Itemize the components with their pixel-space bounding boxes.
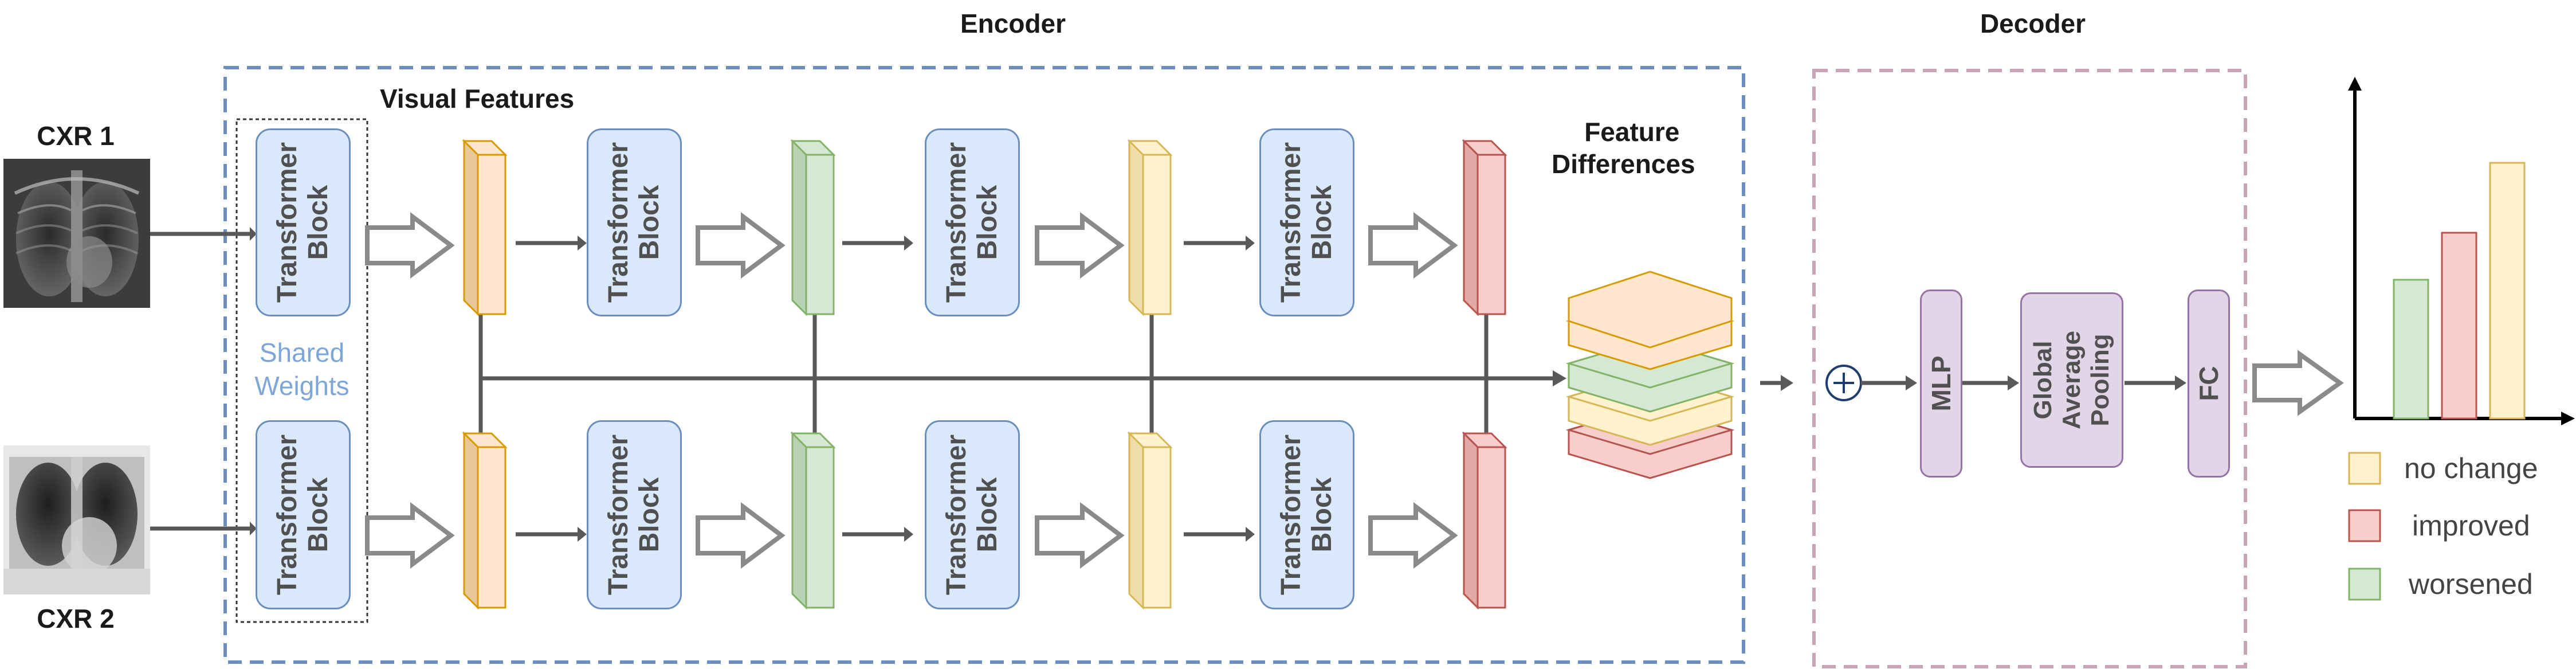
tb-label-2: Block (634, 477, 665, 553)
tb-label-1: Transformer (272, 434, 303, 596)
tb-label-2: Block (303, 477, 333, 553)
feature-map-bottom-2 (790, 431, 836, 610)
feature-map-bottom-3 (1127, 431, 1173, 610)
tb-label-1: Transformer (272, 142, 303, 303)
feature-map-top-1 (462, 139, 508, 316)
fc-label: FC (2194, 366, 2224, 401)
decoder-title: Decoder (1980, 9, 2086, 38)
tb-label-1: Transformer (1276, 434, 1306, 596)
global-average-pooling-block: Global Average Pooling (2020, 292, 2123, 468)
pooling-line-2: Average (2057, 330, 2086, 430)
feature-differences-label: Feature Differences (1552, 116, 1695, 180)
arrow-bottom-3-head (1246, 527, 1255, 542)
shared-weights-label: Shared Weights (254, 336, 349, 402)
visual-features-label: Visual Features (380, 84, 575, 114)
hollow-arrow-top-2 (696, 212, 786, 279)
arrow-bottom-2-head (904, 527, 913, 542)
tb-label-2: Block (303, 185, 333, 260)
legend-swatch-no-change (2348, 452, 2381, 485)
fc-block: FC (2188, 289, 2230, 478)
mlp-to-pool-arrow-head (2008, 375, 2019, 390)
tb-label-1: Transformer (941, 142, 972, 303)
cxr1-label: CXR 1 (37, 121, 115, 151)
hollow-arrow-output (2252, 350, 2344, 416)
feature-map-top-2 (790, 139, 836, 316)
pooling-line-1: Global (2029, 341, 2057, 420)
sum-to-mlp-arrow-head (1906, 375, 1917, 390)
legend-label-worsened: worsened (2409, 568, 2533, 600)
arrow-top-1-head (578, 236, 587, 251)
tb-label-2: Block (1307, 477, 1337, 553)
encoder-to-decoder-arrow-head (1781, 375, 1793, 391)
arrow-top-3-head (1246, 236, 1255, 251)
chart-bar-worsened (2393, 279, 2429, 420)
encoder-title: Encoder (960, 9, 1066, 38)
tb-label-2: Block (972, 477, 1003, 553)
tb-label-2: Block (972, 185, 1003, 260)
difference-line-head (1553, 370, 1566, 386)
hollow-arrow-top-1 (365, 212, 455, 279)
encoder-frame (223, 66, 1745, 664)
hollow-arrow-top-4 (1368, 212, 1458, 279)
tb-label-1: Transformer (941, 434, 972, 596)
decoder-frame (1812, 69, 2247, 668)
tb-label-1: Transformer (603, 434, 634, 596)
diff-layer-orange (1565, 271, 1735, 370)
shared-weights-frame (235, 118, 368, 623)
legend-label-no-change: no change (2404, 452, 2538, 484)
cxr2-arrow-head (250, 522, 257, 535)
pooling-line-3: Pooling (2086, 334, 2114, 427)
feature-differences-stack (1565, 271, 1735, 479)
cxr1-arrow-head (250, 227, 257, 241)
arrow-top-2-head (904, 236, 913, 251)
hollow-arrow-bottom-1 (365, 502, 455, 569)
tb-label-2: Block (1307, 185, 1337, 260)
tb-label-1: Transformer (603, 142, 634, 303)
hollow-arrow-bottom-3 (1035, 502, 1125, 569)
mlp-label: MLP (1926, 355, 1956, 412)
shared-weights-line-2: Weights (254, 371, 350, 401)
output-chart (2348, 77, 2575, 425)
tb-label-2: Block (634, 185, 665, 260)
feature-map-bottom-4 (1462, 431, 1507, 610)
chart-y-axis-arrow (2348, 77, 2362, 91)
legend-label-improved: improved (2412, 510, 2530, 542)
cxr2-label: CXR 2 (37, 604, 115, 633)
chart-x-axis-arrow (2561, 412, 2575, 425)
cxr1-image (3, 159, 150, 308)
feature-map-bottom-1 (462, 431, 508, 610)
feature-differences-line-2: Differences (1552, 149, 1695, 179)
feature-differences-line-1: Feature (1584, 117, 1680, 147)
mlp-block: MLP (1920, 289, 1962, 478)
tb-label-1: Transformer (1276, 142, 1306, 303)
chart-bar-no-change (2489, 162, 2526, 420)
pool-to-fc-arrow-head (2175, 375, 2186, 390)
hollow-arrow-bottom-2 (696, 502, 786, 569)
feature-map-top-3 (1127, 139, 1173, 316)
cxr2-image (3, 445, 150, 594)
legend-swatch-improved (2348, 509, 2381, 542)
legend-swatch-worsened (2348, 568, 2381, 601)
feature-map-top-4 (1462, 139, 1507, 316)
chart-bar-improved (2441, 232, 2477, 420)
hollow-arrow-bottom-4 (1368, 502, 1458, 569)
hollow-arrow-top-3 (1035, 212, 1125, 279)
arrow-bottom-1-head (578, 527, 587, 542)
shared-weights-line-1: Shared (259, 338, 345, 367)
